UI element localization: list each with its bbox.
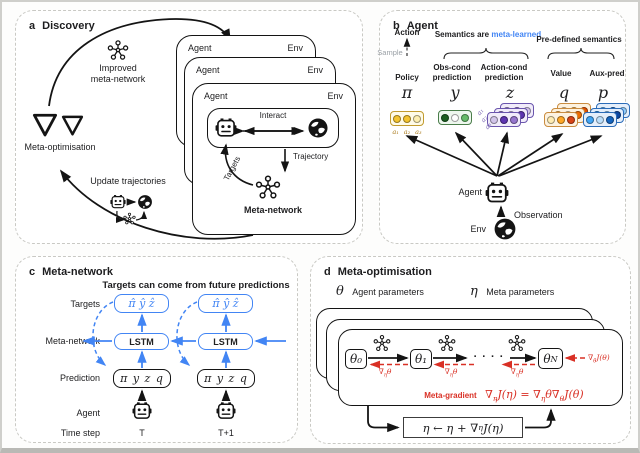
time-t-label: T bbox=[139, 428, 145, 438]
env-label: Env bbox=[470, 224, 486, 234]
value-header: Value bbox=[550, 69, 572, 78]
card-env-label: Env bbox=[287, 43, 303, 53]
theta-1-box: θ₁ bbox=[410, 349, 432, 369]
meta-network-icon bbox=[373, 334, 391, 352]
panel-b-letter: b bbox=[393, 20, 400, 32]
panel-b-name: Agent bbox=[406, 20, 438, 32]
panel-d-title: d Meta-optimisation bbox=[324, 266, 432, 278]
robot-icon bbox=[215, 117, 237, 139]
policy-label: Policy bbox=[395, 73, 419, 82]
panel-meta-optimisation: d Meta-optimisation θ Agent parameters η … bbox=[310, 256, 631, 444]
panel-c-name: Meta-network bbox=[42, 266, 114, 278]
theta-0-box: θ₀ bbox=[345, 349, 367, 369]
q-symbol: q bbox=[558, 83, 570, 102]
z-symbol: z bbox=[505, 83, 515, 102]
panel-d-name: Meta-optimisation bbox=[337, 266, 432, 278]
agent-env-card-front: Agent Env Interact Trajectory Targets Me… bbox=[192, 83, 356, 235]
row-label-targets: Targets bbox=[70, 299, 100, 309]
trajectory-label: Trajectory bbox=[293, 152, 329, 161]
row-label-prediction: Prediction bbox=[59, 373, 100, 383]
y-symbol: y bbox=[450, 83, 460, 102]
target-box-t1: π̂ ŷ ẑ bbox=[198, 294, 253, 313]
panel-a-letter: a bbox=[29, 20, 36, 32]
z-action-labels: a₁ a₂ a₃ bbox=[475, 106, 494, 132]
meta-network-label: Meta-network bbox=[243, 205, 302, 215]
target-box-t: π̂ ŷ ẑ bbox=[114, 294, 169, 313]
interact-pill bbox=[207, 108, 339, 148]
update-trajectories-label: Update trajectories bbox=[90, 176, 166, 186]
prediction-box-t1: π y z q bbox=[197, 369, 255, 388]
observation-label: Observation bbox=[514, 210, 563, 220]
grad-eta-theta-label: ∇ηθ bbox=[510, 367, 524, 379]
action-cond-output-group bbox=[487, 103, 535, 129]
card-agent-label: Agent bbox=[196, 65, 220, 75]
panel-c-title: c Meta-network bbox=[29, 266, 113, 278]
card-agent-label: Agent bbox=[188, 43, 212, 53]
p-symbol: p bbox=[597, 83, 609, 102]
lstm-box-t: LSTM bbox=[114, 333, 169, 350]
predefined-header: Pre-defined semantics bbox=[536, 35, 622, 44]
aux-pred-header: Aux-pred bbox=[589, 69, 625, 78]
meta-network-icon bbox=[508, 334, 526, 352]
sample-label: Sample bbox=[377, 48, 403, 57]
agent-label: Agent bbox=[458, 187, 482, 197]
panel-c-letter: c bbox=[29, 266, 36, 278]
panel-discovery: a Discovery Improved meta-network Meta-op… bbox=[15, 10, 363, 244]
lstm-box-t1: LSTM bbox=[198, 333, 253, 350]
card-env-label: Env bbox=[327, 91, 343, 101]
interact-label: Interact bbox=[259, 111, 287, 120]
pi-symbol: π bbox=[401, 83, 413, 102]
improved-meta-network-icon bbox=[107, 39, 129, 61]
row-label-meta-network: Meta-network bbox=[45, 336, 100, 346]
semantics-header: Semantics are meta-learned bbox=[434, 30, 542, 39]
globe-icon bbox=[307, 117, 329, 139]
panel-d-letter: d bbox=[324, 266, 331, 278]
nabla-icon bbox=[32, 113, 58, 137]
eta-params-label: η Meta parameters bbox=[470, 284, 555, 299]
panel-a-title: a Discovery bbox=[29, 20, 95, 32]
card-env-label: Env bbox=[307, 65, 323, 75]
robot-icon bbox=[110, 194, 126, 210]
theta-params-label: θ Agent parameters bbox=[336, 284, 424, 299]
meta-gradient-equation: Meta-gradient ∇ηJ(η) = ∇ηθ∇θJ(θ) bbox=[424, 388, 584, 404]
globe-icon bbox=[137, 194, 153, 210]
row-label-agent: Agent bbox=[76, 408, 100, 418]
aux-pred-output-group bbox=[583, 103, 631, 129]
meta-learned-highlight: meta-learned bbox=[491, 30, 542, 39]
meta-network-icon bbox=[255, 174, 281, 200]
meta-gradient-formula: ∇ηJ(η) = ∇ηθ∇θJ(θ) bbox=[485, 388, 584, 404]
robot-icon bbox=[216, 401, 236, 421]
meta-optimisation-label: Meta-optimisation bbox=[24, 142, 96, 152]
nabla-icon bbox=[61, 115, 84, 136]
improved-meta-network-label: Improved meta-network bbox=[90, 63, 146, 85]
robot-icon bbox=[485, 181, 509, 205]
time-t1-label: T+1 bbox=[218, 428, 234, 438]
panel-b-title: b Agent bbox=[393, 20, 438, 32]
grad-eta-theta-label: ∇ηθ bbox=[378, 367, 392, 379]
action-label: Action bbox=[394, 28, 420, 37]
robot-icon bbox=[132, 401, 152, 421]
meta-network-icon bbox=[123, 212, 136, 225]
grad-theta-J-label: ∇θJ(θ) bbox=[588, 353, 610, 365]
prediction-box-t: π y z q bbox=[113, 369, 171, 388]
card-agent-label: Agent bbox=[204, 91, 228, 101]
meta-network-icon bbox=[438, 334, 456, 352]
ellipsis: · · · · bbox=[473, 351, 505, 363]
targets-label: Targets bbox=[221, 154, 243, 183]
globe-icon bbox=[493, 217, 517, 241]
bootstrapping-caption: Targets can come from future predictions bbox=[102, 280, 290, 291]
row-label-time-step: Time step bbox=[60, 428, 100, 438]
panel-a-name: Discovery bbox=[42, 20, 95, 32]
grad-eta-theta-label: ∇ηθ bbox=[444, 367, 458, 379]
